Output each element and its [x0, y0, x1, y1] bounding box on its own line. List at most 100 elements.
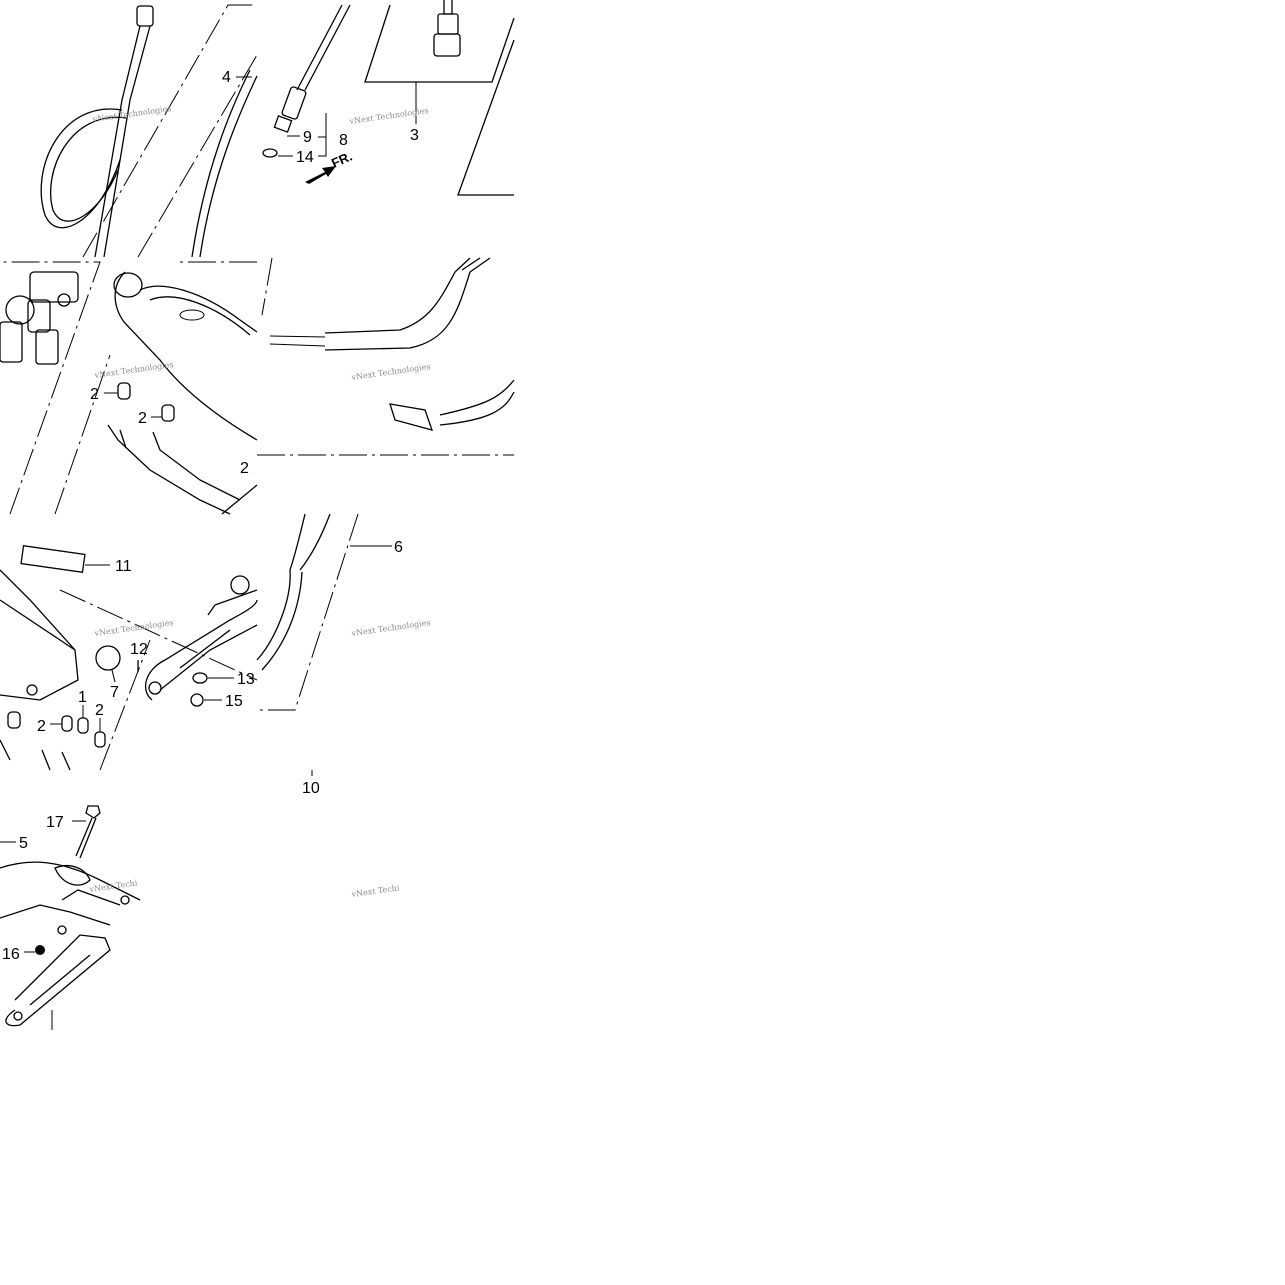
callout-11: 11	[115, 558, 132, 575]
tile-meter-body: 11 7 12 2 1 2 vNext Technologies	[0, 545, 258, 771]
ignition-bracket	[29, 271, 79, 303]
watermark: vNext Techi	[350, 883, 400, 899]
cable-loop	[50, 116, 127, 222]
watermark: vNext Technologies	[91, 104, 172, 124]
mount-bracket	[0, 861, 141, 901]
callout-13: 13	[237, 671, 255, 688]
callout-5: 5	[19, 835, 28, 852]
callout-2: 2	[95, 702, 104, 719]
watermark: vNext Technologies	[350, 618, 431, 638]
frame-line	[82, 4, 257, 258]
watermark: vNext Techi	[88, 878, 138, 894]
tile-cable: 4 vNext Technologies	[40, 4, 258, 258]
callout-17: 17	[46, 814, 64, 831]
wire-lead	[269, 343, 326, 347]
connector	[437, 13, 459, 35]
watermark: vNext Technologies	[93, 618, 174, 638]
bulb	[161, 404, 175, 422]
callout-15: 15	[225, 693, 243, 710]
speedometer-cable	[94, 25, 141, 258]
switch-body	[0, 321, 23, 363]
tachometer-cable	[199, 75, 258, 258]
bracket-hole	[120, 895, 130, 905]
frame-line	[54, 354, 111, 515]
seal	[273, 115, 293, 133]
bracket-hole	[57, 925, 67, 935]
bracket-hole	[148, 681, 162, 695]
cable-end	[304, 4, 351, 91]
wire-ends	[454, 257, 491, 273]
callout-4: 4	[222, 69, 231, 86]
reset-knob	[95, 645, 121, 671]
label-plate	[20, 545, 86, 573]
meter-body	[0, 569, 79, 701]
bulb	[61, 715, 73, 732]
callout-6: 6	[394, 539, 403, 556]
bolt-head	[85, 805, 101, 819]
frame-line	[137, 54, 258, 258]
callout-16: 16	[2, 946, 20, 963]
inset-frame	[457, 39, 515, 196]
meter-needle-hub	[179, 309, 205, 321]
harness-connector	[389, 403, 434, 431]
direction-label: FR.	[329, 149, 354, 171]
bracket-slot	[179, 629, 231, 669]
cable-nut	[281, 86, 307, 120]
ignition-switch	[5, 295, 35, 325]
bracket-slot	[54, 865, 91, 886]
callout-1: 1	[78, 689, 87, 706]
watermark: vNext Technologies	[350, 362, 431, 382]
cable-socket	[113, 272, 143, 298]
wire-lead	[269, 335, 326, 338]
bulb	[7, 711, 21, 729]
bracket-rib	[61, 889, 121, 906]
frame-line	[59, 589, 258, 681]
harness-wires	[261, 571, 303, 671]
meter-lens	[149, 296, 251, 336]
connector-body	[433, 33, 461, 57]
bulb	[94, 731, 106, 748]
bracket-arm	[5, 934, 111, 1027]
callout-10: 10	[302, 780, 320, 797]
wire-harness	[439, 391, 515, 426]
wire-harness	[324, 271, 456, 334]
callout-2: 2	[90, 386, 99, 403]
tile-sender: 9 8 14 FR. vNext Technologies 3	[262, 0, 515, 196]
front-arrow-icon	[305, 166, 336, 184]
ignition-key	[27, 299, 51, 333]
watermark: vNext Technologies	[93, 360, 174, 380]
meter-bracket	[159, 624, 258, 691]
callout-2: 2	[37, 718, 46, 735]
nut	[35, 945, 45, 955]
nut	[190, 693, 204, 707]
harness-wires	[256, 569, 291, 661]
bolt-shank	[79, 817, 97, 859]
grommet	[230, 575, 250, 595]
mount-bracket	[0, 904, 111, 926]
o-ring	[262, 148, 278, 158]
socket	[119, 429, 127, 449]
stud	[26, 684, 38, 696]
callout-9: 9	[303, 129, 312, 146]
connector-wire	[443, 0, 453, 15]
wire-harness	[439, 379, 515, 416]
callout-3: 3	[410, 127, 419, 144]
switch-connector	[35, 329, 59, 365]
meter-bracket	[144, 599, 258, 701]
wire-harness	[324, 271, 471, 351]
speedometer-cable	[103, 25, 151, 258]
wire	[221, 484, 258, 515]
inset-frame	[364, 4, 515, 83]
bolt-shank	[75, 817, 93, 857]
callout-12: 12	[130, 641, 148, 658]
frame-line	[257, 513, 359, 711]
cable-fitting	[136, 5, 154, 27]
arm-hole	[13, 1011, 23, 1021]
frame-line	[261, 257, 273, 316]
tile-harness: vNext Technologies	[257, 257, 515, 456]
harness-wires	[299, 513, 331, 571]
callout-2: 2	[138, 410, 147, 427]
tachometer-cable	[191, 69, 251, 258]
